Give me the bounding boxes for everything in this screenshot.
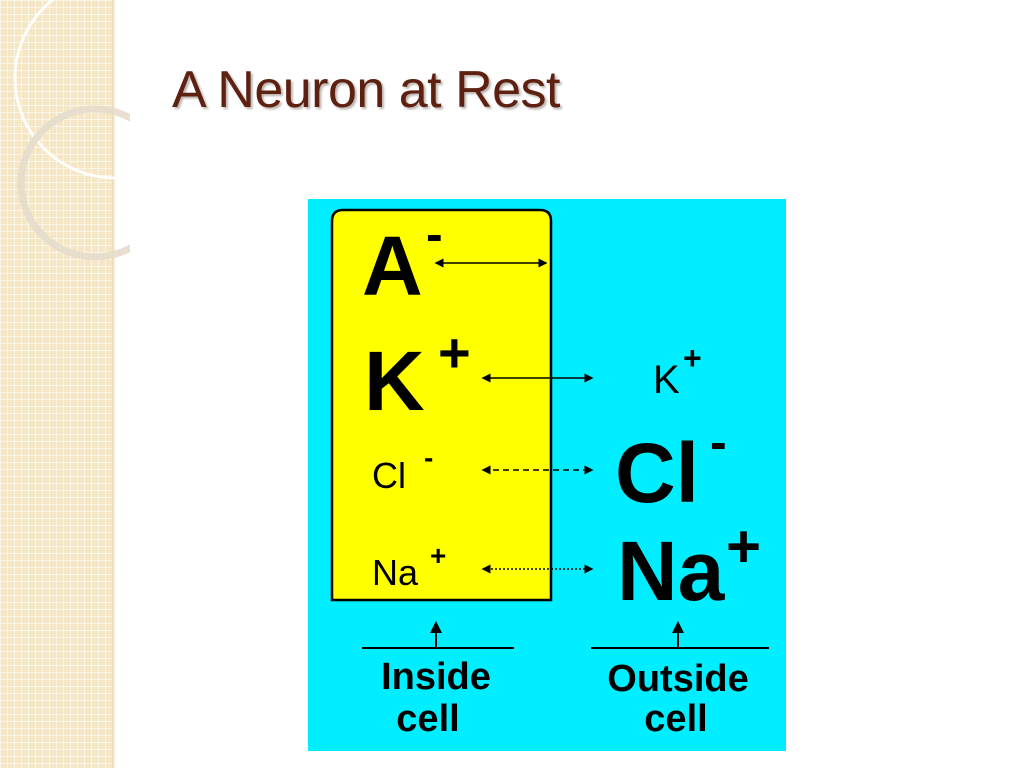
- outside-label-line2: cell: [644, 698, 707, 740]
- ion-outside-k-charge: +: [683, 340, 702, 376]
- ion-outside-k-symbol: K: [653, 358, 680, 402]
- ion-outside-cl-symbol: Cl: [615, 426, 699, 520]
- deco-circle-small: [17, 105, 130, 260]
- side-strip-edge: [112, 0, 116, 768]
- ion-inside-cl-symbol: Cl: [372, 455, 406, 496]
- decorative-circles: [13, 0, 130, 260]
- ion-inside-a-charge: -: [426, 206, 443, 262]
- ion-inside-cl-charge: -: [424, 442, 433, 473]
- ion-inside-na-charge: +: [430, 540, 446, 571]
- deco-circle-large: [13, 0, 130, 180]
- ion-inside-a-symbol: A: [362, 219, 423, 313]
- ion-inside-k-charge: +: [438, 321, 471, 384]
- ion-outside-na-charge: +: [726, 513, 761, 580]
- slide-title: A Neuron at Rest: [172, 61, 561, 119]
- ion-inside-k-symbol: K: [364, 334, 425, 428]
- ion-inside-na-symbol: Na: [372, 552, 419, 593]
- inside-label-line2: cell: [396, 698, 459, 740]
- neuron-ion-diagram: A - K + Cl - Na + K + Cl - Na + Inside c…: [308, 199, 786, 751]
- decorative-side-strip: [0, 0, 112, 768]
- neuron-interior-box: [330, 208, 553, 602]
- ion-outside-na-symbol: Na: [617, 524, 726, 618]
- outside-label-line1: Outside: [607, 658, 748, 700]
- inside-label-line1: Inside: [381, 656, 491, 698]
- ion-outside-cl-charge: -: [710, 414, 727, 470]
